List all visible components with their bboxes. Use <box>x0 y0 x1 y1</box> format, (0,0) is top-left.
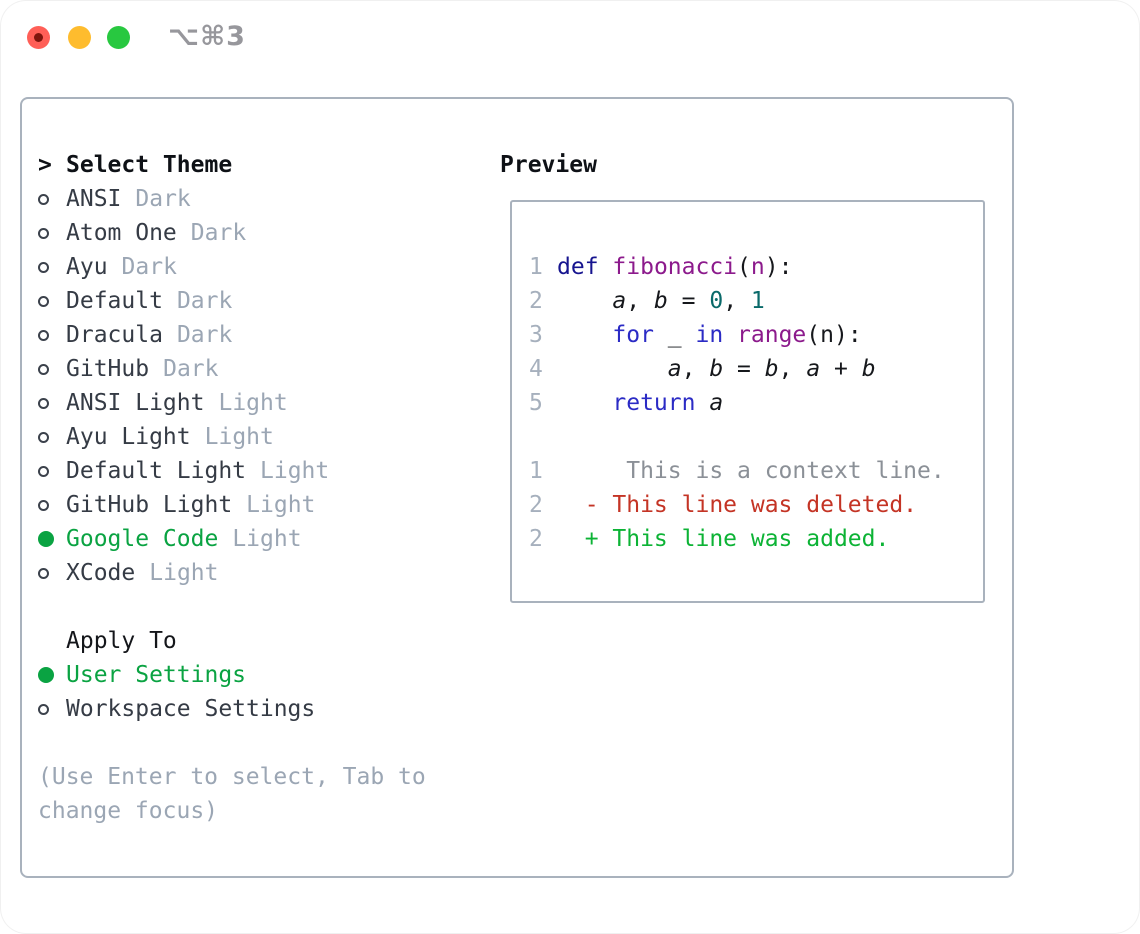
line-number: 1 <box>529 458 543 484</box>
diff-text: - This line was deleted. <box>557 492 918 518</box>
radio-icon <box>38 363 49 375</box>
page-title: Select Theme <box>66 152 233 178</box>
diff-text: + This line was added. <box>557 526 890 552</box>
code-preview: 1 def fibonacci(n): 2 a, b = 0, 1 3 for _… <box>529 250 945 556</box>
apply-to-header: Apply To <box>38 624 483 658</box>
radio-icon <box>38 567 49 579</box>
diff-added-line: 2 + This line was added. <box>529 522 945 556</box>
line-number: 2 <box>529 288 543 314</box>
radio-icon <box>38 261 49 273</box>
code-text: def fibonacci(n): <box>557 254 793 280</box>
line-number: 1 <box>529 254 543 280</box>
help-text: (Use Enter to select, Tab to change focu… <box>38 764 426 824</box>
diff-deleted-line: 2 - This line was deleted. <box>529 488 945 522</box>
apply-to-section: Apply To User Settings Workspace Setting… <box>38 624 483 726</box>
apply-to-title: Apply To <box>66 628 177 654</box>
line-number: 2 <box>529 526 543 552</box>
radio-icon <box>38 397 49 409</box>
code-line: 5 return a <box>529 386 945 420</box>
line-number: 4 <box>529 356 543 382</box>
radio-icon <box>38 703 49 715</box>
diff-text: This is a context line. <box>557 458 945 484</box>
code-line: 3 for _ in range(n): <box>529 318 945 352</box>
radio-selected-icon <box>38 531 54 547</box>
cursor-prompt-icon: > <box>38 152 52 178</box>
line-number: 5 <box>529 390 543 416</box>
code-text: for _ in range(n): <box>612 322 862 348</box>
code-text: return a <box>612 390 724 416</box>
preview-title: Preview <box>500 152 597 178</box>
close-dot-icon <box>34 33 43 42</box>
radio-icon <box>38 295 49 307</box>
minimize-button[interactable] <box>68 26 91 49</box>
radio-icon <box>38 431 49 443</box>
window-title: ⌥⌘3 <box>168 21 246 52</box>
apply-option-workspace-settings[interactable]: Workspace Settings <box>38 692 483 726</box>
code-line: 4 a, b = b, a + b <box>529 352 945 386</box>
code-line: 1 def fibonacci(n): <box>529 250 945 284</box>
theme-list-header: > Select Theme <box>38 148 483 182</box>
zoom-button[interactable] <box>107 26 130 49</box>
preview-pane: 1 def fibonacci(n): 2 a, b = 0, 1 3 for _… <box>510 200 985 603</box>
code-text: a, b = 0, 1 <box>612 288 765 314</box>
radio-icon <box>38 329 49 341</box>
diff-context-line: 1 This is a context line. <box>529 454 945 488</box>
line-number: 2 <box>529 492 543 518</box>
apply-option-user-settings[interactable]: User Settings <box>38 658 483 692</box>
radio-icon <box>38 465 49 477</box>
code-text: a, b = b, a + b <box>667 356 876 382</box>
radio-icon <box>38 227 49 239</box>
radio-icon <box>38 193 49 205</box>
code-line-blank <box>529 420 945 454</box>
close-button[interactable] <box>27 26 50 49</box>
radio-icon <box>38 499 49 511</box>
line-number: 3 <box>529 322 543 348</box>
code-line: 2 a, b = 0, 1 <box>529 284 945 318</box>
radio-selected-icon <box>38 667 54 683</box>
